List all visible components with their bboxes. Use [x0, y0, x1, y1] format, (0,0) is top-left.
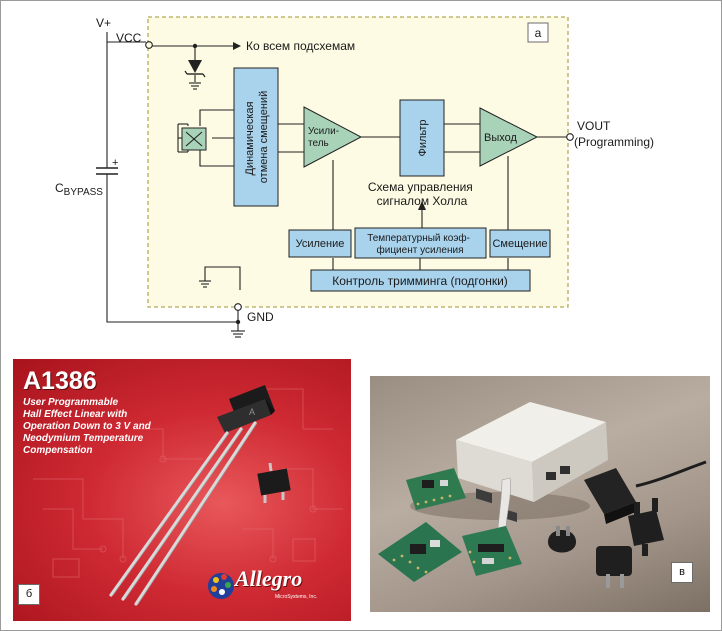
gain-block — [288, 229, 352, 258]
chip-title: A1386 — [23, 367, 97, 395]
hall-control-line2: сигналом Холла — [377, 194, 468, 208]
offset-block — [489, 229, 551, 258]
to92-package-icon: A — [109, 385, 275, 606]
gnd-junction — [235, 319, 241, 325]
product-card-panel: A A1386 User Programmable Hall Ef — [13, 359, 351, 621]
capacitor-prefix: C — [55, 181, 64, 195]
block-diagram: а V+ VCC Ко всем подсхемам — [55, 16, 654, 338]
power-adapter-icon — [584, 460, 707, 524]
vout-label: VOUT — [577, 119, 611, 133]
pcb-trace-pattern: A — [33, 385, 343, 606]
panel-tag-a — [527, 22, 549, 43]
chip-description-line: User Programmable — [23, 397, 119, 408]
dynamic-offset-label: Динамическая отмена смещений — [244, 91, 270, 183]
panel-tag-a-text: а — [535, 26, 542, 40]
signal-wires — [199, 123, 570, 290]
to-subcircuits-label: Ко всем подсхемам — [246, 39, 355, 53]
programming-kit-photo — [370, 376, 710, 612]
chip-description: User Programmable Hall Effect Linear wit… — [23, 397, 213, 457]
panel-tag-b: б — [18, 584, 40, 605]
hall-control-line1: Схема управления — [368, 180, 473, 194]
brand-subtitle: MicroSystems, Inc. — [275, 594, 318, 600]
gnd-pin — [234, 303, 242, 311]
zener-diode-icon — [184, 60, 206, 78]
filter-block — [399, 99, 445, 177]
plug-adapter-icon — [548, 526, 576, 553]
arrow-to-subcircuits — [233, 42, 241, 50]
programming-kit-illustration — [378, 402, 707, 588]
vout-pin — [566, 133, 574, 141]
plug-adapter-icon — [596, 546, 632, 588]
sot23-package-icon — [257, 462, 291, 503]
trim-control-label: Контроль тримминга (подгонки) — [332, 274, 508, 288]
panel-tag-v: в — [671, 562, 693, 583]
gnd-label: GND — [247, 310, 274, 324]
capacitor-polarity: + — [112, 157, 118, 169]
temp-coef-line2: фициент усиления — [377, 244, 464, 256]
trim-control-block — [310, 269, 531, 292]
supply-wires — [106, 32, 233, 168]
chip-description-line: Compensation — [23, 445, 93, 456]
chip-description-line: Hall Effect Linear with — [23, 409, 128, 420]
plug-adapter-icon — [628, 498, 664, 556]
dynamic-offset-line1: Динамическая — [244, 102, 256, 176]
brand-name: Allegro — [235, 566, 303, 591]
output-triangle — [479, 107, 539, 167]
hall-control-label: Схема управления сигналом Холла — [368, 180, 476, 208]
gain-label: Усиление — [296, 238, 345, 250]
chip-boundary — [147, 16, 569, 308]
programmer-box-icon — [456, 402, 608, 522]
capacitor-label: CBYPASS — [55, 181, 103, 198]
amplifier-triangle — [303, 106, 363, 168]
amplifier-line1: Усили- — [308, 126, 339, 137]
amplifier-label: Усили- тель — [308, 126, 342, 149]
temp-coef-line1: Температурный коэф- — [367, 232, 470, 244]
temp-coef-block — [354, 227, 487, 259]
chip-description-line: Operation Down to 3 V and — [23, 421, 151, 432]
pcb-board-icon — [406, 468, 466, 510]
allegro-logo-icon — [208, 573, 234, 599]
vcc-label: VCC — [116, 31, 142, 45]
chip-description-line: Neodymium Temperature — [23, 433, 144, 444]
pcb-board-icon — [378, 522, 462, 582]
vcc-pin — [145, 41, 153, 49]
supply-label: V+ — [96, 16, 111, 30]
pcb-board-icon — [462, 526, 522, 576]
svg-text:A: A — [249, 407, 255, 417]
amplifier-line2: тель — [308, 138, 329, 149]
dynamic-offset-block — [233, 67, 279, 207]
capacitor-subscript: BYPASS — [64, 187, 104, 198]
offset-label: Смещение — [492, 238, 547, 250]
supply-junction — [192, 43, 198, 49]
hall-cross-icon — [185, 131, 203, 147]
dynamic-offset-line2: отмена смещений — [258, 91, 270, 183]
output-label: Выход — [484, 132, 517, 144]
vout-mode-label: (Programming) — [574, 135, 654, 149]
filter-label: Фильтр — [417, 120, 429, 157]
hall-control-arrow — [418, 201, 426, 210]
temp-coef-label: Температурный коэф- фициент усиления — [367, 232, 473, 256]
